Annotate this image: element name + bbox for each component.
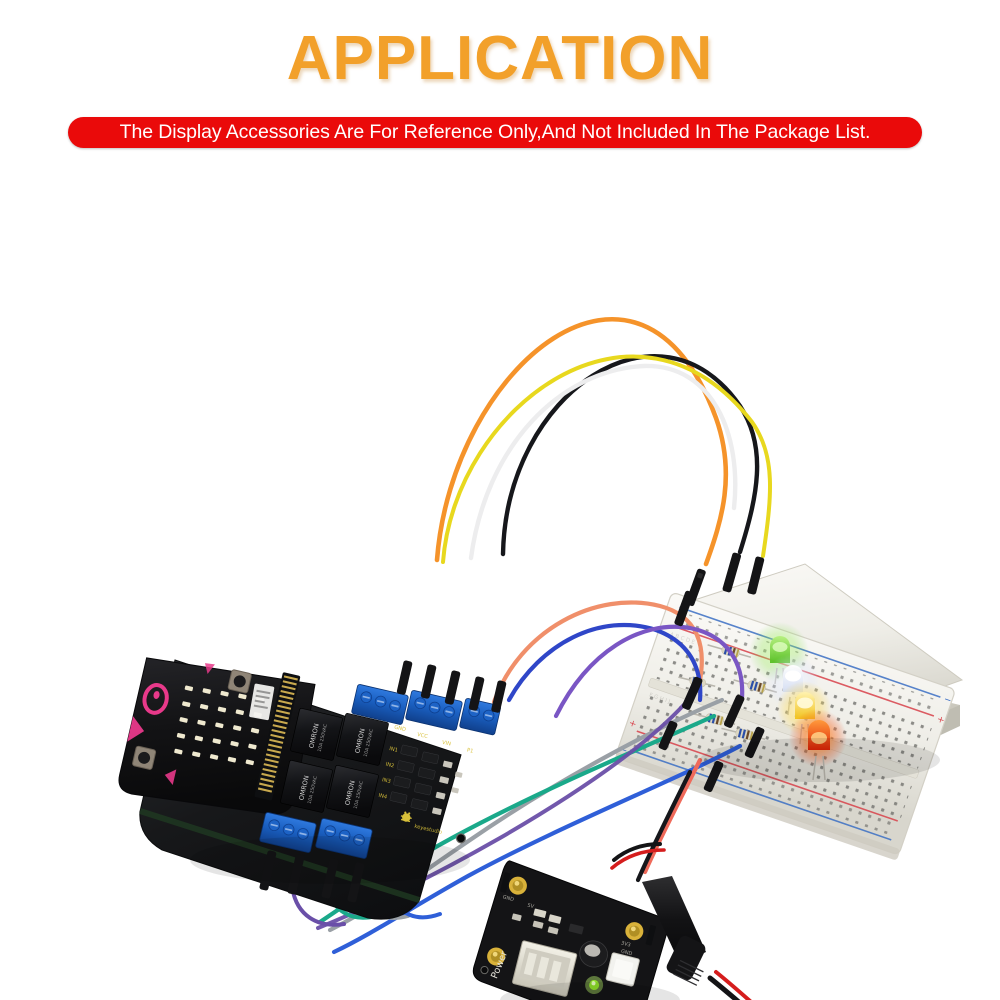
relay-bank: OMRON 10A 250VAC OMRON 10A 250VAC OMRON … [280, 708, 389, 818]
photo-svg: + − + − A B C D E F G H I J [118, 317, 964, 1000]
relay [280, 760, 333, 813]
black-wire-lower [635, 769, 693, 883]
relay [336, 713, 389, 766]
dupont-connector [658, 720, 678, 751]
dupont-connectors-shield-bottom [259, 850, 365, 903]
blue-wire-lower [331, 743, 743, 955]
mounting-hole [480, 965, 489, 975]
dc-barrel-jack [642, 876, 752, 1000]
svg-text:P1: P1 [466, 747, 474, 754]
microbit-relay-assembly: OMRON 10A 250VAC OMRON 10A 250VAC OMRON … [118, 657, 507, 920]
white-wire-top [468, 363, 738, 561]
relay [290, 708, 343, 761]
svg-text:GND: GND [393, 725, 406, 734]
power-button[interactable] [605, 952, 640, 987]
page-title: APPLICATION [286, 24, 714, 93]
rail-marker-minus: − [942, 695, 952, 707]
notice-text: The Display Accessories Are For Referenc… [119, 121, 871, 143]
mounting-hole [455, 833, 467, 844]
salmon-wire [491, 600, 704, 705]
svg-text:IN2: IN2 [385, 762, 395, 770]
rail-marker-plus: + [935, 714, 945, 726]
svg-text:VIN: VIN [441, 740, 451, 748]
power-led-indicator [585, 976, 604, 995]
dupont-connectors-breadboard [658, 552, 765, 793]
contact-shadows [190, 738, 940, 1000]
black-wire-top [500, 354, 760, 557]
svg-text:VCC: VCC [416, 732, 428, 740]
microbit-triangle-marker [164, 769, 177, 785]
yellow-wire-top [441, 354, 772, 564]
rail-marker-minus-2: − [618, 745, 628, 757]
purple-wire [553, 624, 745, 719]
microbit-button-b[interactable] [227, 669, 252, 694]
power-module-smd [511, 908, 584, 935]
microbit-button-a[interactable] [132, 745, 157, 770]
dc-cable-red [714, 970, 752, 1000]
svg-text:IN3: IN3 [381, 777, 391, 785]
rail-marker-plus-2: + [627, 718, 637, 730]
rail-positive-bottom [636, 730, 899, 822]
microbit-triangle-marker [204, 663, 215, 674]
svg-text:IN4: IN4 [378, 793, 389, 801]
red-wire [642, 757, 703, 875]
svg-text:GND: GND [502, 894, 515, 903]
dupont-connector [744, 726, 765, 759]
microbit-triangle-marker [127, 716, 145, 742]
smd-components [389, 744, 463, 816]
shield-silkscreen: GND VCC VIN P1 IN1 IN2 IN3 IN4 keyestudi… [378, 725, 474, 836]
keyestudio-logo-icon [400, 811, 412, 823]
notice-banner: The Display Accessories Are For Referenc… [68, 117, 922, 148]
dupont-connector [747, 556, 765, 595]
blue-wire-mid [506, 622, 703, 703]
capacitor [579, 940, 608, 968]
usb-port[interactable] [512, 940, 578, 997]
svg-text:GND: GND [620, 949, 633, 958]
dupont-connector [722, 552, 742, 593]
svg-text:5V: 5V [527, 903, 535, 911]
power-module-silkscreen: GND 5V 3V3 GND [502, 894, 633, 958]
orange-wire-top [434, 317, 729, 567]
microbit-logo [142, 683, 169, 715]
dupont-connector [674, 590, 694, 627]
pin-header-pins [257, 675, 298, 793]
svg-text:IN1: IN1 [389, 746, 399, 754]
rail-negative-bottom [630, 749, 892, 841]
binding-posts[interactable] [485, 874, 649, 999]
svg-text:3V3: 3V3 [620, 940, 631, 948]
terminal-blocks-bottom [259, 812, 373, 859]
dc-cable-black [707, 975, 741, 1000]
power-supply-module: GND 5V 3V3 GND [472, 842, 752, 1000]
rail-negative-top [679, 606, 941, 698]
dupont-connectors-shield-top [396, 660, 507, 713]
power-module-pin-headers [500, 872, 656, 946]
application-photo: + − + − A B C D E F G H I J [0, 160, 1000, 1000]
power-module-leads [610, 842, 666, 870]
dupont-connector [723, 694, 745, 728]
relay [326, 765, 379, 818]
red-led [789, 709, 847, 781]
dupont-connector [681, 676, 703, 710]
dupont-connector [703, 760, 724, 793]
